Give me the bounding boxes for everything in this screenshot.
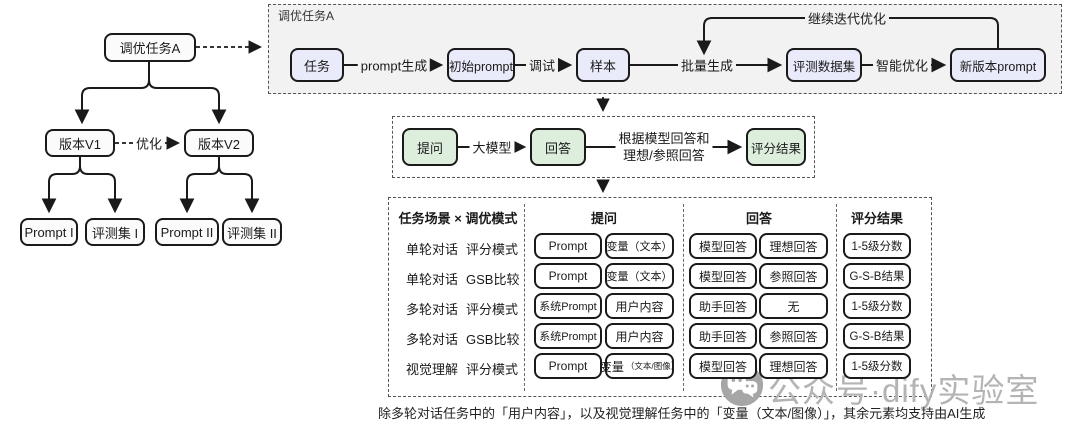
table-row2-ask1: Prompt xyxy=(534,263,602,289)
table-header-answer: 回答 xyxy=(745,211,772,226)
table-header-ask: 提问 xyxy=(590,211,617,226)
table-row3-ans2: 无 xyxy=(759,293,828,319)
node-task: 任务 xyxy=(290,48,344,82)
node-tuning-task-a: 调优任务A xyxy=(104,33,196,62)
node-version-v1: 版本V1 xyxy=(45,129,115,157)
table-row4-ask2: 用户内容 xyxy=(605,323,674,349)
table-row4-ans2: 参照回答 xyxy=(759,323,828,349)
table-row5-ask2: 变量 （文本/图像） xyxy=(600,353,679,379)
table-header-score: 评分结果 xyxy=(850,211,903,226)
table-row4-scene: 多轮对话 xyxy=(406,332,459,347)
table-row2-ans1: 模型回答 xyxy=(689,263,757,289)
node-version-v2: 版本V2 xyxy=(184,129,254,157)
edge-label-debug: 调试 xyxy=(525,55,559,75)
node-answer: 回答 xyxy=(530,128,586,166)
table-row5-mode: 评分模式 xyxy=(466,362,519,377)
table-row4-ask1: 系统Prompt xyxy=(534,323,602,349)
edge-label-iterate: 继续迭代优化 xyxy=(804,8,890,28)
table-row5-ans2: 理想回答 xyxy=(759,353,828,379)
node-score-result: 评分结果 xyxy=(746,128,806,166)
table-row5-ans1: 模型回答 xyxy=(689,353,757,379)
node-prompt-2: Prompt II xyxy=(155,218,219,246)
table-row2-mode: GSB比较 xyxy=(466,272,520,287)
table-row2-scene: 单轮对话 xyxy=(406,272,459,287)
table-row1-scene: 单轮对话 xyxy=(406,242,459,257)
table-row2-ans2: 参照回答 xyxy=(759,263,828,289)
table-row1-ask2: 变量（文本） xyxy=(605,233,674,259)
table-row1-result: 1-5级分数 xyxy=(843,233,911,259)
node-evalset-1: 评测集 I xyxy=(85,218,145,246)
table-row5-result: 1-5级分数 xyxy=(843,353,911,379)
table-row4-result: G-S-B结果 xyxy=(843,323,911,349)
table-row1-ask1: Prompt xyxy=(534,233,602,259)
table-row2-result: G-S-B结果 xyxy=(843,263,911,289)
table-row2-ask2: 变量（文本） xyxy=(605,263,674,289)
node-eval-dataset: 评测数据集 xyxy=(786,48,862,82)
table-header-scene-mode: 任务场景 × 调优模式 xyxy=(398,211,518,226)
table-divider-2 xyxy=(683,204,684,391)
node-sample: 样本 xyxy=(576,48,630,82)
edge-label-prompt-gen: prompt生成 xyxy=(357,55,431,75)
pipeline-container xyxy=(268,4,1062,94)
table-row3-ans1: 助手回答 xyxy=(689,293,757,319)
node-ask: 提问 xyxy=(402,128,458,166)
edge-label-llm: 大模型 xyxy=(469,137,515,157)
table-row1-ans1: 模型回答 xyxy=(689,233,757,259)
table-row5-ask2-detail: （文本/图像） xyxy=(625,361,680,371)
node-evalset-2: 评测集 II xyxy=(222,218,282,246)
edge-label-score-basis: 根据模型回答和 理想/参照回答 xyxy=(615,130,713,164)
pipeline-container-label: 调优任务A xyxy=(278,9,335,23)
table-row3-mode: 评分模式 xyxy=(466,302,519,317)
node-new-prompt: 新版本prompt xyxy=(950,48,1046,82)
table-divider-3 xyxy=(836,204,837,391)
node-prompt-1: Prompt I xyxy=(20,218,78,246)
node-initial-prompt: 初始prompt xyxy=(447,48,515,82)
table-divider-1 xyxy=(524,204,525,391)
table-row5-ask1: Prompt xyxy=(534,353,602,379)
table-row3-ask2: 用户内容 xyxy=(605,293,674,319)
edge-label-optimize: 优化 xyxy=(132,133,166,153)
edge-label-smart-opt: 智能优化 xyxy=(872,55,932,75)
table-row5-ask2-main: 变量 xyxy=(599,359,624,374)
table-row4-mode: GSB比较 xyxy=(466,332,520,347)
table-row4-ans1: 助手回答 xyxy=(689,323,757,349)
table-row5-scene: 视觉理解 xyxy=(406,362,459,377)
edge-label-batch-gen: 批量生成 xyxy=(677,55,737,75)
table-row3-scene: 多轮对话 xyxy=(406,302,459,317)
table-row1-ans2: 理想回答 xyxy=(759,233,828,259)
footnote: 除多轮对话任务中的「用户内容」，以及视觉理解任务中的「变量（文本/图像）」，其余… xyxy=(378,406,986,421)
edge-label-score-basis-line1: 根据模型回答和 xyxy=(618,131,710,146)
table-row3-ask1: 系统Prompt xyxy=(534,293,602,319)
table-row3-result: 1-5级分数 xyxy=(843,293,911,319)
edge-label-score-basis-line2: 理想/参照回答 xyxy=(623,148,705,163)
table-row1-mode: 评分模式 xyxy=(466,242,519,257)
